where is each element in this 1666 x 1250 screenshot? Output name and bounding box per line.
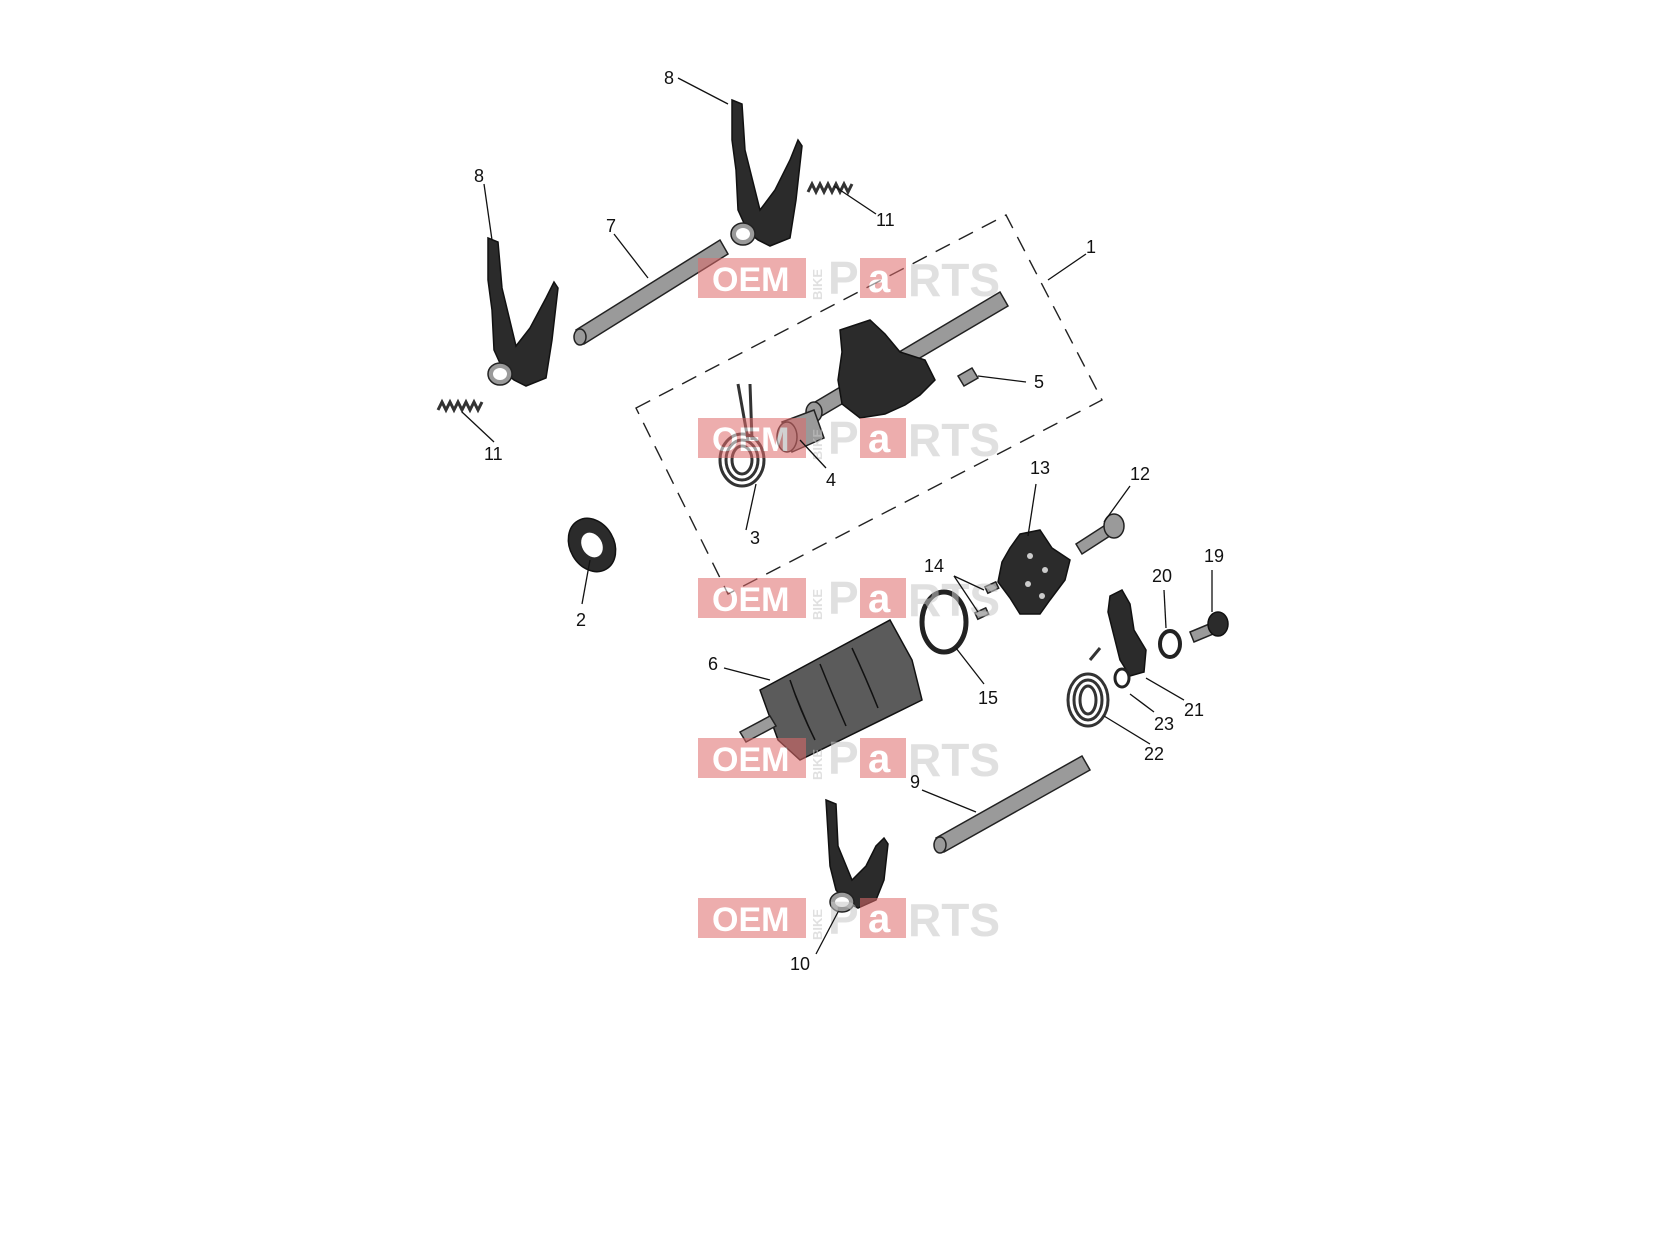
dowel-pins-14 (973, 580, 1000, 621)
callout-13: 13 (1030, 458, 1050, 478)
leader-lines (461, 77, 1213, 955)
watermark-a-text: a (868, 577, 891, 621)
bolt-5 (956, 366, 980, 388)
watermark-bike-text: BIKE (810, 429, 825, 460)
o-ring-15 (919, 589, 969, 655)
spring-11-top (806, 180, 854, 196)
callout-9: 9 (910, 772, 920, 792)
watermark-oem-box (698, 418, 806, 458)
watermark-p-text: P (828, 892, 859, 944)
callout-3: 3 (750, 528, 760, 548)
watermark-oem-box (698, 578, 806, 618)
watermark-p-text: P (828, 252, 859, 304)
watermark-p-text: P (828, 572, 859, 624)
washer-23 (1113, 667, 1131, 689)
spring-11-left (436, 398, 484, 414)
callout-7: 7 (606, 216, 616, 236)
callout-labels: 1 2 3 4 5 6 7 8 8 9 10 11 11 12 13 14 15… (474, 68, 1224, 974)
callout-1: 1 (1086, 237, 1096, 257)
watermark-a-text: a (868, 897, 891, 941)
star-plate-13 (997, 529, 1071, 615)
callout-8-top: 8 (664, 68, 674, 88)
watermark-a-box (860, 418, 906, 458)
watermark-a-box (860, 258, 906, 298)
watermark-oem-box (698, 738, 806, 778)
watermark-rts-text: RTS (908, 574, 1000, 626)
callout-10: 10 (790, 954, 810, 974)
watermark-a-text: a (868, 737, 891, 781)
watermark-p-text: P (828, 412, 859, 464)
shift-rod-9 (933, 754, 1092, 854)
callout-15: 15 (978, 688, 998, 708)
watermark-rts-text: RTS (908, 414, 1000, 466)
callout-6: 6 (708, 654, 718, 674)
watermark-oem-text: OEM (712, 421, 789, 459)
watermark-a-text: a (868, 257, 891, 301)
watermark-oem-text: OEM (712, 901, 789, 939)
washer-20 (1158, 629, 1182, 659)
callout-2: 2 (576, 610, 586, 630)
callout-11-top: 11 (876, 210, 895, 230)
watermark-a-box (860, 738, 906, 778)
shift-fork-8-left (487, 236, 559, 387)
callout-20: 20 (1152, 566, 1172, 586)
watermark-rts-text: RTS (908, 894, 1000, 946)
shift-shaft-1 (805, 290, 1010, 423)
callout-23: 23 (1154, 714, 1174, 734)
watermark-rts-text: RTS (908, 734, 1000, 786)
watermark-oem-text: OEM (712, 581, 789, 619)
shift-fork-10 (825, 798, 889, 913)
spring-22 (1066, 647, 1110, 728)
watermark-oem-box (698, 898, 806, 938)
bolt-12 (1074, 513, 1125, 556)
callout-5: 5 (1034, 372, 1044, 392)
watermark-a-text: a (868, 417, 891, 461)
callout-19: 19 (1204, 546, 1224, 566)
shift-drum-6 (738, 618, 923, 761)
washer-2 (567, 517, 617, 573)
callout-22: 22 (1144, 744, 1164, 764)
watermark-bike-text: BIKE (810, 909, 825, 940)
lever-21 (1107, 589, 1147, 677)
watermark-a-box (860, 578, 906, 618)
shift-fork-8-top (730, 98, 803, 247)
watermark-p-text: P (828, 732, 859, 784)
watermark-oem-box (698, 258, 806, 298)
callout-4: 4 (826, 470, 836, 490)
watermark-rts-text: RTS (908, 254, 1000, 306)
callout-12: 12 (1130, 464, 1150, 484)
watermark-oem-text: OEM (712, 261, 789, 299)
watermark-oem-text: OEM (712, 741, 789, 779)
assembly-outline (635, 214, 1103, 595)
watermark-bike-text: BIKE (810, 589, 825, 620)
bolt-19 (1189, 611, 1229, 643)
shift-rod-7 (573, 238, 730, 346)
watermark-bike-text: BIKE (810, 749, 825, 780)
callout-21: 21 (1184, 700, 1204, 720)
watermark-a-box (860, 898, 906, 938)
watermark-bike-text: BIKE (810, 269, 825, 300)
callout-11-left: 11 (484, 444, 503, 464)
callout-14: 14 (924, 556, 944, 576)
callout-8-left: 8 (474, 166, 484, 186)
